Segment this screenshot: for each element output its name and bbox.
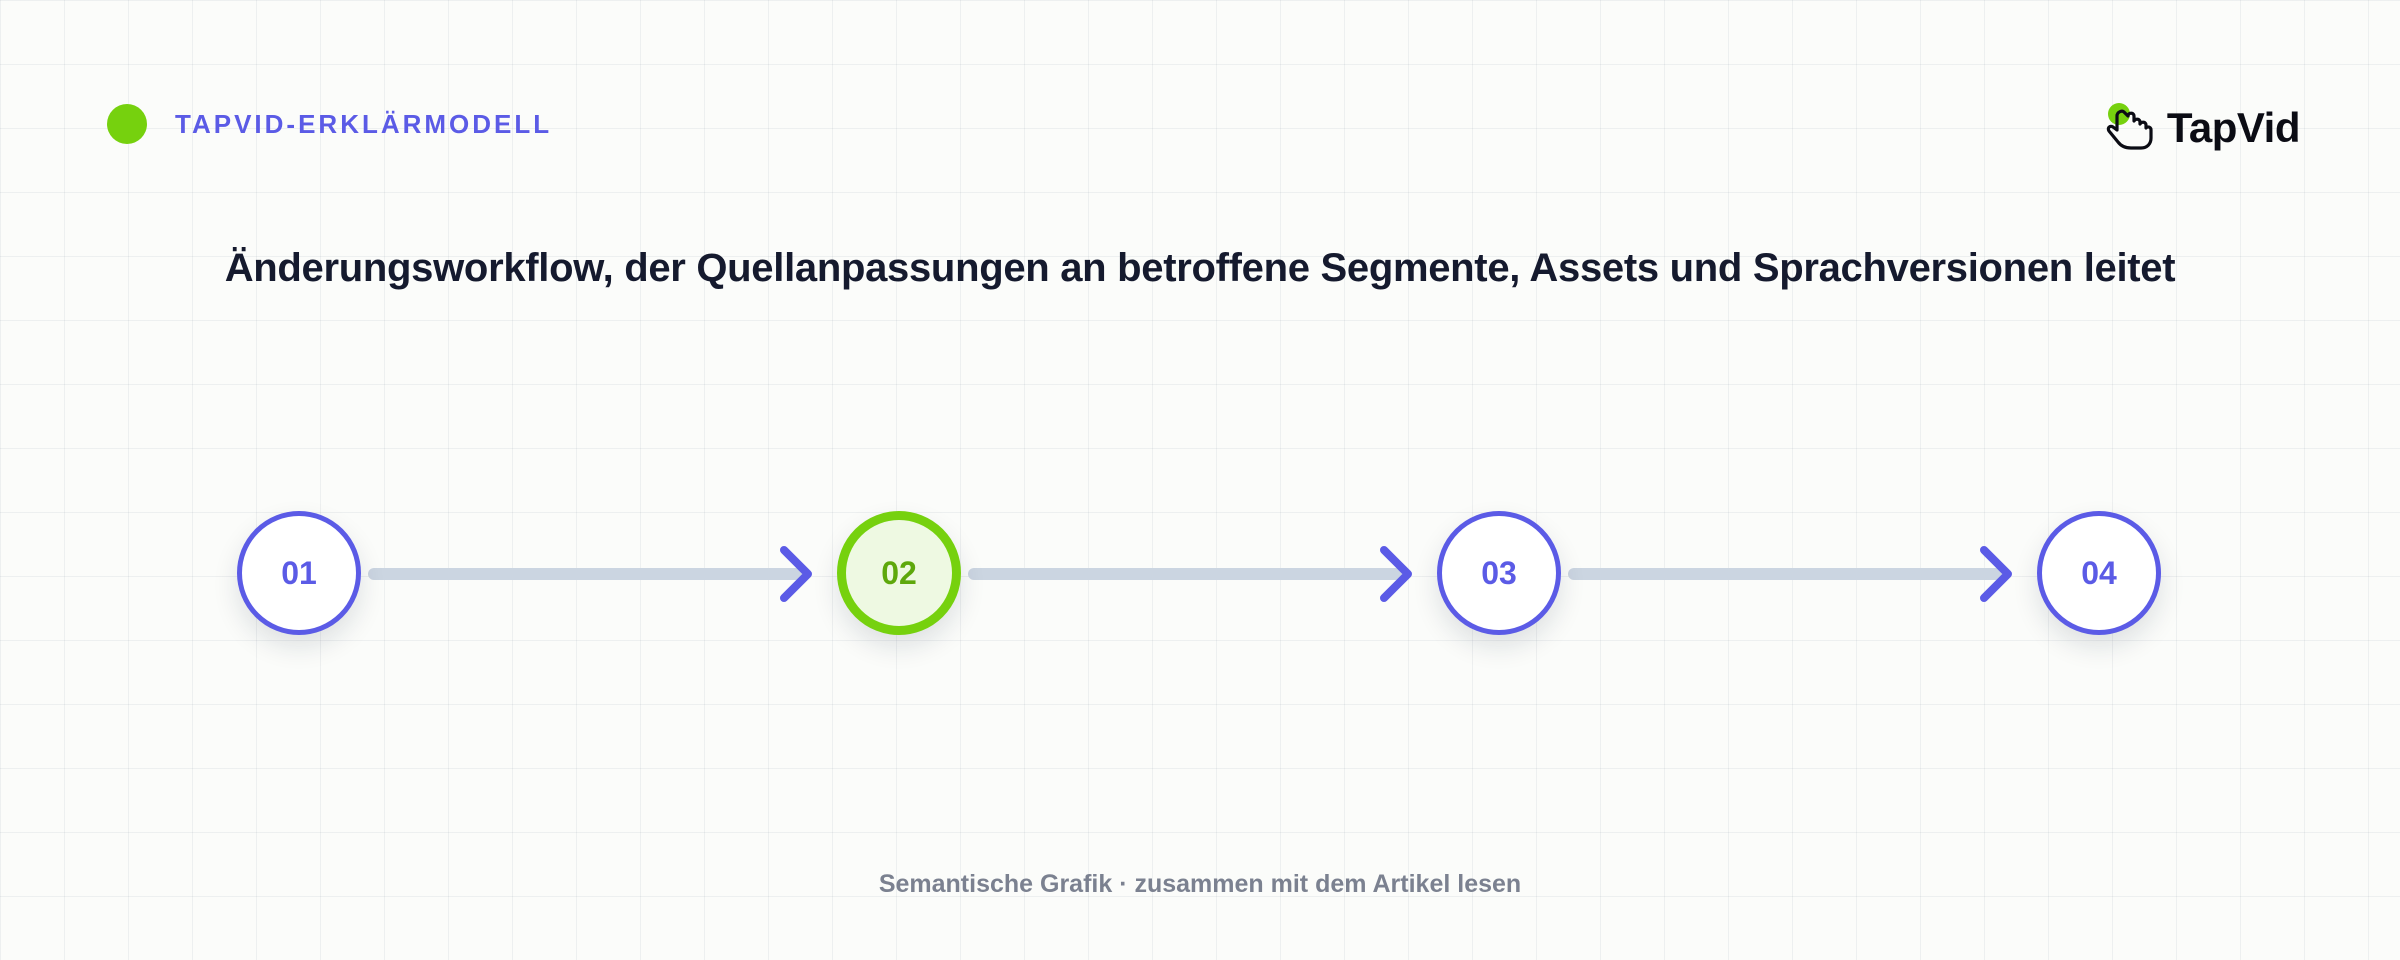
step-node-02[interactable]: 02: [837, 511, 961, 635]
footer-caption: Semantische Grafik · zusammen mit dem Ar…: [878, 870, 1522, 898]
arrow-head-icon: [1980, 546, 2012, 602]
tag-label: TAPVID-ERKLÄRMODELL: [175, 108, 553, 139]
connector-02-03: [968, 546, 1412, 602]
step-label: 04: [2081, 554, 2117, 591]
logo-text: TapVid: [2166, 104, 2301, 151]
step-node-01[interactable]: 01: [237, 511, 361, 635]
connector-03-04: [1568, 546, 2012, 602]
tapvid-logo[interactable]: TapVid: [2105, 100, 2301, 156]
arrow-head-icon: [1380, 546, 1412, 602]
step-label: 01: [281, 554, 317, 591]
arrow-head-icon: [780, 546, 812, 602]
step-node-03[interactable]: 03: [1437, 511, 1561, 635]
diagram-title: Änderungsworkflow, der Quellanpassungen …: [224, 246, 2176, 290]
tag-dot: [107, 104, 147, 144]
header-tag: TAPVID-ERKLÄRMODELL: [107, 104, 552, 144]
pointer-hand-icon: [2106, 103, 2153, 150]
step-label: 02: [881, 554, 917, 591]
step-node-04[interactable]: 04: [2037, 511, 2161, 635]
step-label: 03: [1481, 554, 1517, 591]
connector-01-02: [368, 546, 812, 602]
